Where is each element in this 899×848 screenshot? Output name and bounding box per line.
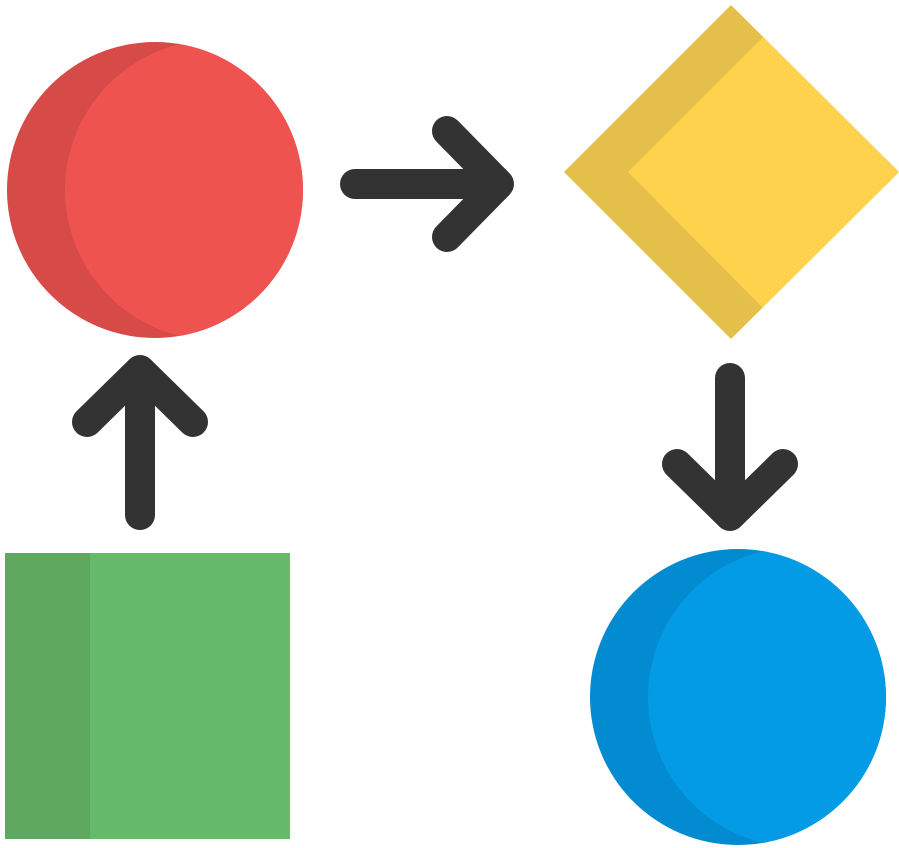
green-square-node — [5, 553, 290, 839]
arrow-right-icon — [340, 116, 514, 252]
blue-circle-node — [590, 549, 886, 845]
arrow-down-icon — [662, 363, 798, 531]
yellow-diamond-node — [564, 5, 899, 339]
arrow-up-icon — [72, 355, 208, 530]
red-circle-node — [7, 42, 303, 338]
